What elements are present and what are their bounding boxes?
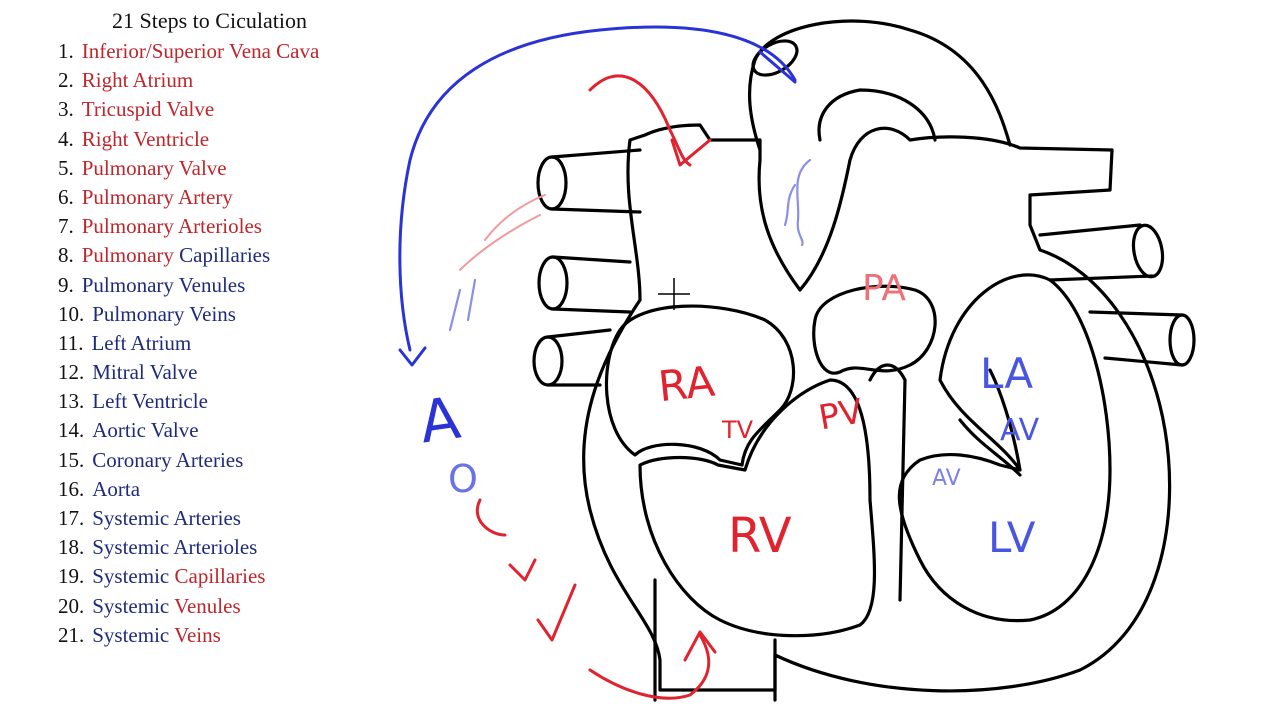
- circulation-steps-list: 1. Inferior/Superior Vena Cava 2. Right Atr…: [58, 37, 319, 650]
- step-item: 5. Pulmonary Valve: [58, 154, 319, 183]
- step-number: 11.: [58, 330, 84, 355]
- step-item: 3. Tricuspid Valve: [58, 95, 319, 124]
- step-item: 1. Inferior/Superior Vena Cava: [58, 37, 319, 66]
- step-label: Systemic Veins: [92, 623, 221, 647]
- step-item: 6. Pulmonary Artery: [58, 183, 319, 212]
- step-item: 20. Systemic Venules: [58, 592, 319, 621]
- step-item: 17. Systemic Arteries: [58, 504, 319, 533]
- label-av-lower: AV: [932, 466, 961, 491]
- blue-circulation-arrow: [398, 25, 812, 367]
- step-label-part: Pulmonary: [81, 243, 180, 268]
- step-label: Aortic Valve: [92, 418, 199, 443]
- step-item: 7. Pulmonary Arterioles: [58, 212, 319, 241]
- step-item: 14. Aortic Valve: [58, 416, 319, 445]
- step-label-part: Veins: [174, 622, 221, 647]
- step-label: Pulmonary Capillaries: [82, 243, 270, 267]
- label-ra: RA: [656, 357, 717, 412]
- step-label-part: Systemic: [92, 622, 175, 647]
- step-number: 10.: [58, 301, 85, 326]
- step-label: Systemic Venules: [92, 594, 240, 618]
- step-item: 21. Systemic Veins: [58, 621, 319, 650]
- step-number: 7.: [58, 214, 74, 239]
- step-item: 9. Pulmonary Venules: [58, 271, 319, 300]
- step-number: 3.: [58, 97, 74, 122]
- label-lv: LV: [988, 513, 1036, 562]
- step-label: Pulmonary Valve: [81, 155, 227, 180]
- step-number: 15.: [58, 447, 85, 472]
- step-number: 1.: [58, 39, 74, 63]
- step-number: 18.: [58, 535, 85, 560]
- step-number: 6.: [58, 184, 74, 209]
- step-label: Pulmonary Arterioles: [81, 214, 262, 239]
- step-label: Systemic Capillaries: [92, 564, 265, 588]
- step-label: Mitral Valve: [92, 360, 198, 385]
- step-number: 13.: [58, 389, 85, 414]
- step-label: Right Atrium: [81, 68, 194, 93]
- step-number: 20.: [58, 593, 85, 618]
- step-item: 15. Coronary Arteries: [58, 446, 319, 475]
- step-item: 11. Left Atrium: [58, 329, 319, 358]
- heart-outline: [532, 19, 1196, 702]
- step-item: 10. Pulmonary Veins: [58, 300, 319, 329]
- label-tv: TV: [721, 416, 754, 444]
- label-la: LA: [980, 349, 1033, 398]
- step-label: Coronary Arteries: [92, 447, 244, 472]
- step-label: Right Ventricle: [81, 126, 210, 151]
- label-aorta-o: O: [448, 457, 478, 501]
- step-label-part: Systemic: [92, 593, 175, 618]
- red-circulation-arrows: [459, 74, 717, 700]
- step-label: Aorta: [92, 476, 141, 501]
- step-item: 18. Systemic Arterioles: [58, 533, 319, 562]
- label-av-upper: AV: [1000, 413, 1040, 448]
- step-number: 14.: [58, 418, 85, 443]
- label-pa: PA: [862, 268, 906, 309]
- step-item: 8. Pulmonary Capillaries: [58, 241, 319, 270]
- step-number: 19.: [58, 564, 85, 589]
- label-aorta-a: A: [415, 384, 464, 457]
- step-number: 9.: [58, 272, 74, 297]
- step-label: Pulmonary Veins: [92, 301, 236, 326]
- step-label: Systemic Arteries: [92, 506, 241, 530]
- step-number: 17.: [58, 506, 85, 530]
- label-pv: PV: [816, 391, 866, 438]
- step-label: Pulmonary Artery: [81, 184, 233, 209]
- step-label: Systemic Arterioles: [92, 535, 258, 560]
- step-item: 13. Left Ventricle: [58, 387, 319, 416]
- step-label: Tricuspid Valve: [81, 97, 215, 122]
- step-number: 2.: [58, 68, 74, 93]
- step-label-part: Systemic: [92, 564, 175, 589]
- step-item: 2. Right Atrium: [58, 66, 319, 95]
- step-number: 21.: [58, 622, 85, 647]
- step-label: Left Atrium: [91, 330, 192, 355]
- step-item: 19. Systemic Capillaries: [58, 562, 319, 591]
- step-number: 4.: [58, 126, 74, 151]
- step-item: 16. Aorta: [58, 475, 319, 504]
- step-item: 4. Right Ventricle: [58, 125, 319, 154]
- step-number: 5.: [58, 155, 74, 180]
- step-item: 12. Mitral Valve: [58, 358, 319, 387]
- step-label: Left Ventricle: [92, 389, 208, 414]
- step-label: Pulmonary Venules: [81, 272, 246, 297]
- step-label-part: Capillaries: [179, 243, 271, 268]
- step-label-part: Venules: [174, 593, 241, 618]
- page-title: 21 Steps to Ciculation: [112, 8, 307, 33]
- step-number: 8.: [58, 243, 74, 268]
- label-rv: RV: [728, 508, 792, 564]
- step-label-part: Capillaries: [174, 564, 266, 589]
- step-number: 16.: [58, 476, 85, 501]
- step-label: Inferior/Superior Vena Cava: [81, 39, 320, 63]
- step-number: 12.: [58, 360, 85, 385]
